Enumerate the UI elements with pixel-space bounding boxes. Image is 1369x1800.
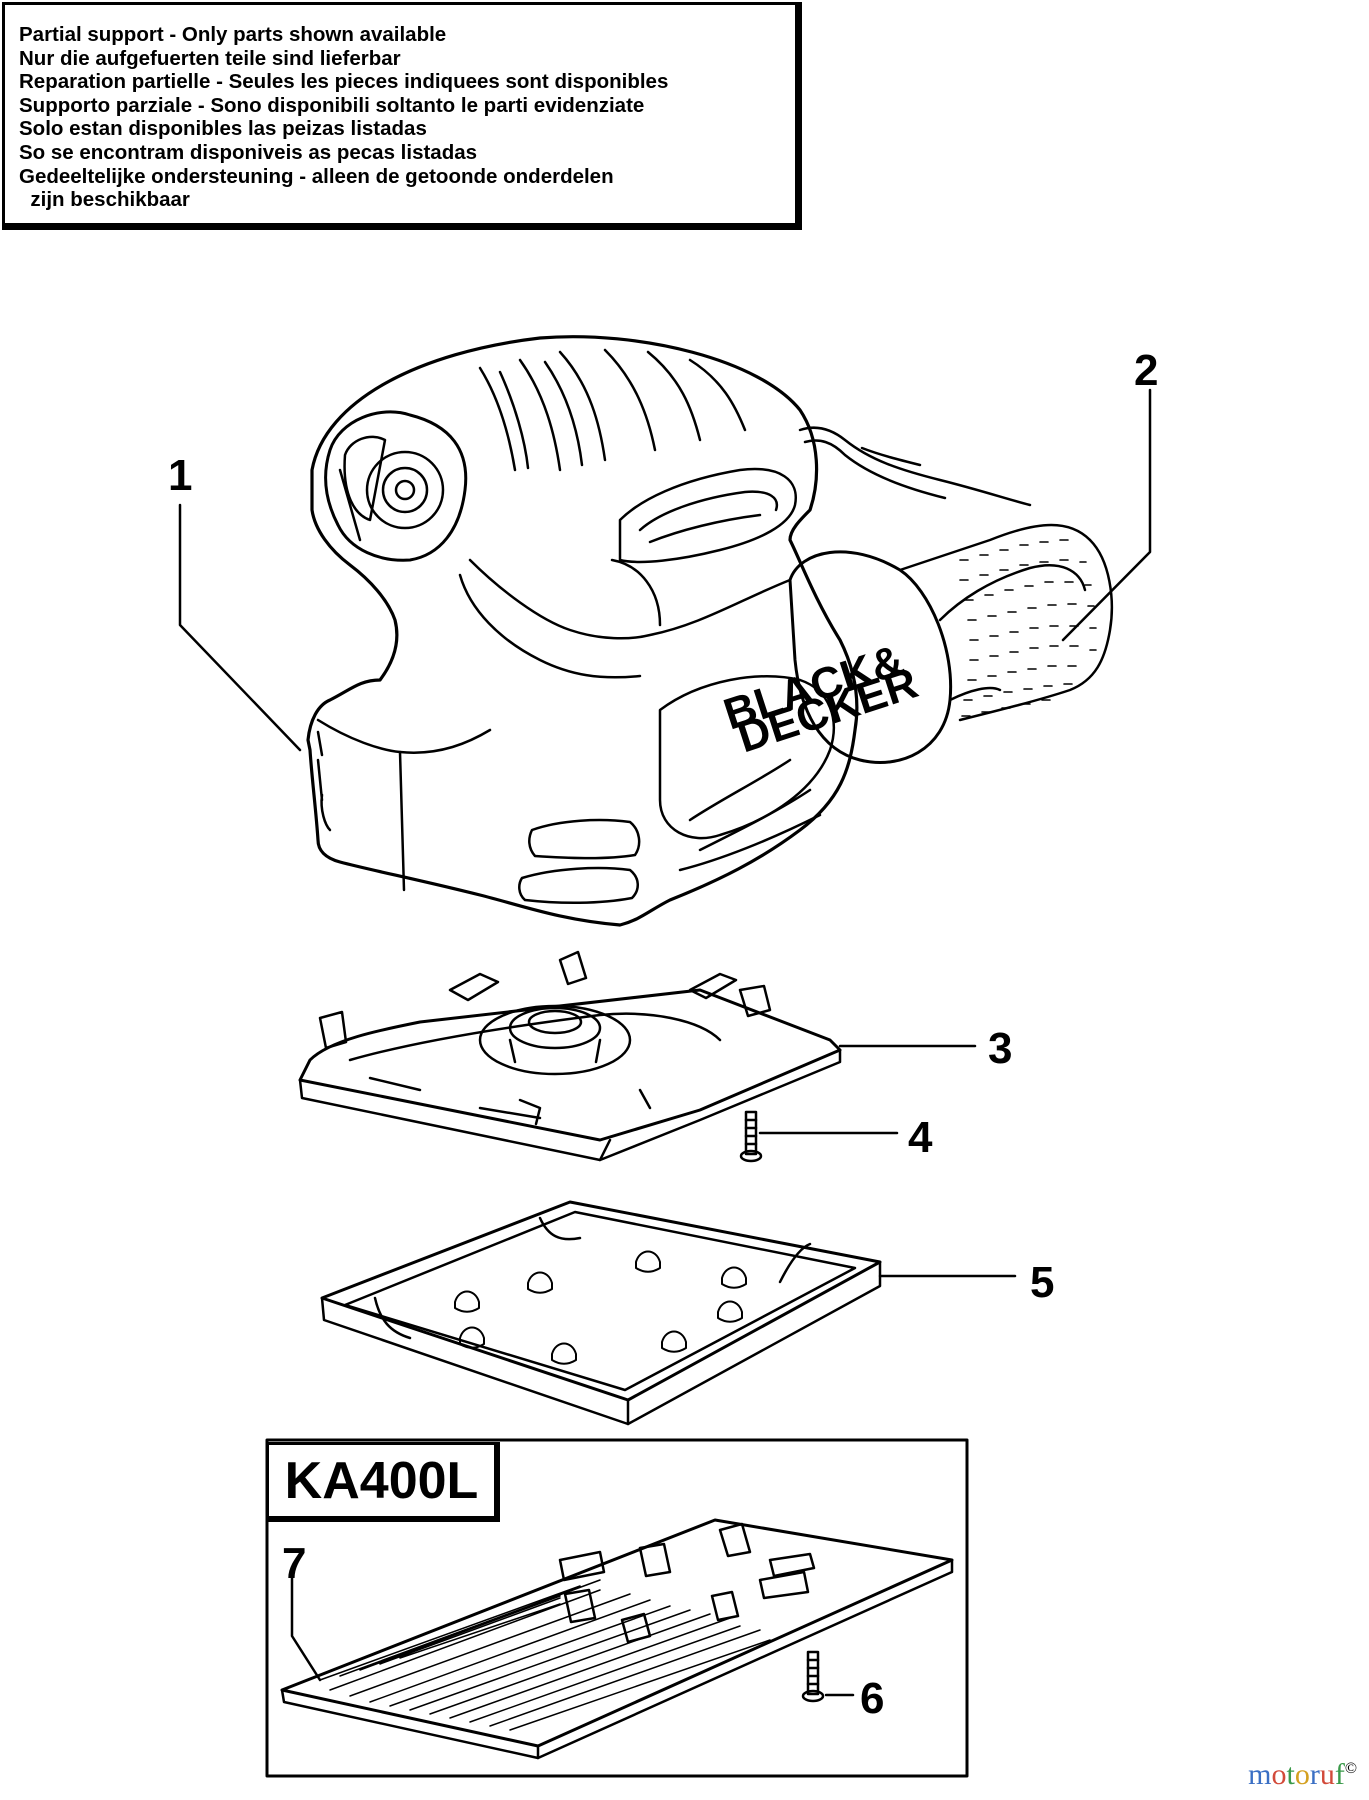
notice-line: So se encontram disponiveis as pecas lis… <box>19 140 478 164</box>
sanding-sheet <box>280 1518 954 1760</box>
leader-lines <box>178 388 1152 1697</box>
sander-body <box>306 335 1032 927</box>
dust-canister <box>788 523 1114 764</box>
watermark-letter: u <box>1319 1758 1335 1791</box>
notice-line: Reparation partielle - Seules les pieces… <box>19 70 669 94</box>
watermark-letter: m <box>1248 1758 1272 1791</box>
base-plate-assembly <box>298 950 842 1162</box>
notice-line: Supporto parziale - Sono disponibili sol… <box>19 93 645 117</box>
callout-number-1: 1 <box>168 451 192 500</box>
brand-logo: BLACK& DECKER <box>718 636 924 763</box>
callout-number-3: 3 <box>988 1024 1012 1073</box>
callout-number-7: 7 <box>282 1539 306 1588</box>
screw-part-4 <box>739 1110 763 1163</box>
ka400l-kit-frame <box>265 1438 969 1778</box>
watermark-letter: o <box>1271 1758 1287 1791</box>
model-label-ka400l: KA400L <box>266 1442 500 1522</box>
leader-line-2 <box>1061 388 1152 642</box>
watermark-letter: o <box>1294 1758 1310 1791</box>
watermark-letter: t <box>1286 1758 1295 1791</box>
callout-number-5: 5 <box>1030 1258 1054 1307</box>
watermark-letter: r <box>1309 1758 1320 1791</box>
sanding-pad-tray <box>320 1200 882 1426</box>
leader-line-7 <box>290 1570 322 1682</box>
watermark-text: motoruf <box>1248 1758 1345 1792</box>
watermark-logo: motoruf© <box>1248 1758 1357 1792</box>
notice-line: Solo estan disponibles las peizas listad… <box>19 117 427 141</box>
callout-number-4: 4 <box>908 1113 933 1162</box>
copyright-badge: © <box>1344 1760 1357 1777</box>
notice-line: zijn beschikbaar <box>19 188 190 212</box>
screw-part-6 <box>801 1650 825 1703</box>
partial-support-notice: Partial support - Only parts shown avail… <box>2 2 802 230</box>
callout-number-2: 2 <box>1134 346 1158 395</box>
notice-line: Nur die aufgefuerten teile sind lieferba… <box>19 46 401 70</box>
notice-line: Partial support - Only parts shown avail… <box>19 23 447 46</box>
watermark-letter: f <box>1334 1758 1345 1791</box>
notice-line: Gedeeltelijke ondersteuning - alleen de … <box>19 164 614 188</box>
callout-number-6: 6 <box>860 1674 884 1723</box>
leader-line-1 <box>178 503 302 752</box>
